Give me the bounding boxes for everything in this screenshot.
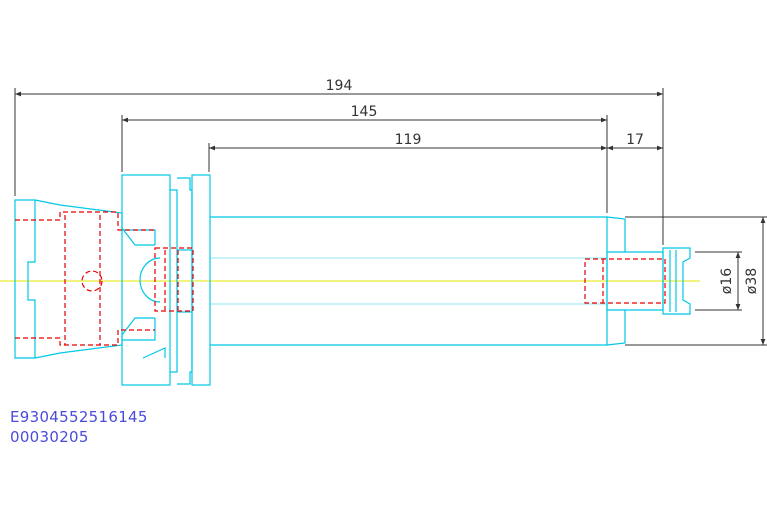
dim-text-145: 145 bbox=[351, 104, 378, 120]
dim-text-119: 119 bbox=[395, 132, 422, 148]
dim-text-194: 194 bbox=[326, 78, 353, 94]
hidden-lines bbox=[15, 211, 666, 346]
dim-text-17: 17 bbox=[626, 132, 644, 148]
dim-text-d16: ø16 bbox=[719, 268, 735, 294]
dim-text-d38: ø38 bbox=[744, 268, 760, 294]
article-number: E9304552516145 bbox=[10, 408, 148, 426]
tool-holder-outline bbox=[14, 174, 691, 386]
dimension-lines bbox=[14, 88, 767, 346]
sub-code: 00030205 bbox=[10, 428, 89, 446]
